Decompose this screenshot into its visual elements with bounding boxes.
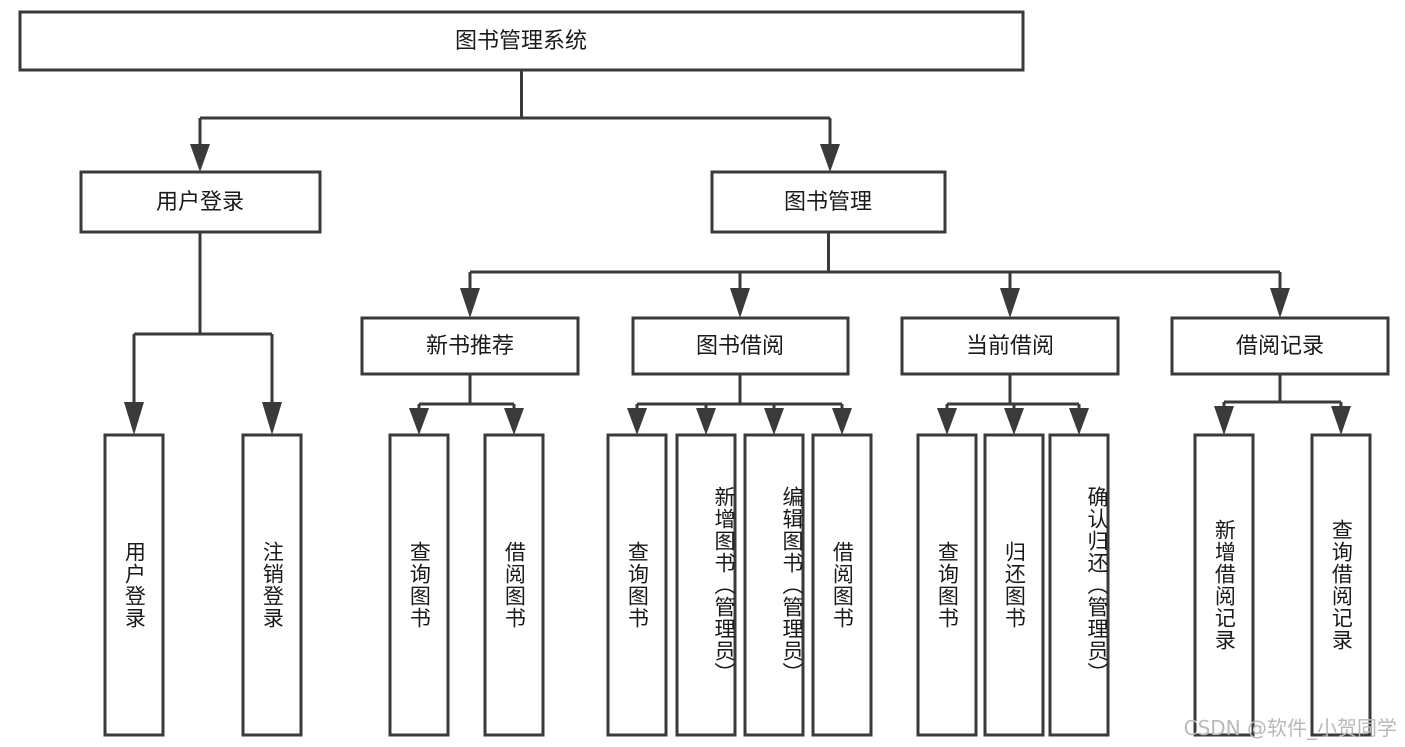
connector-user-login-to-leaves [124, 232, 282, 435]
arrow-current-borrow [1000, 288, 1020, 318]
node-bb-edit-book-box[interactable] [743, 433, 805, 737]
arrow-user-login [190, 144, 210, 172]
connector-book-borrow-to-leaves [627, 374, 852, 435]
node-book-borrow-label: 图书借阅 [696, 334, 784, 359]
node-cb-return-book-box[interactable] [983, 433, 1045, 737]
node-new-book-recommend-label: 新书推荐 [426, 334, 514, 359]
arrow-bb-edit-book [764, 408, 784, 435]
node-br-query-record-box[interactable] [1310, 433, 1372, 737]
node-nbr-borrow-book-box[interactable] [483, 433, 545, 737]
node-new-book-recommend[interactable]: 新书推荐 [360, 316, 580, 376]
node-nbr-query-book-box[interactable] [388, 433, 450, 737]
node-borrow-record-box[interactable] [1170, 316, 1390, 376]
arrow-bb-borrow-book [832, 408, 852, 435]
arrow-borrow-record [1270, 288, 1290, 318]
node-bb-add-book-box[interactable] [675, 433, 737, 737]
node-book-borrow[interactable]: 图书借阅 [631, 316, 850, 376]
arrow-book-borrow [730, 288, 750, 318]
node-current-borrow-box[interactable] [900, 316, 1120, 376]
node-book-manage-label: 图书管理 [784, 190, 872, 215]
node-current-borrow-label: 当前借阅 [966, 334, 1054, 359]
node-borrow-record[interactable]: 借阅记录 [1170, 316, 1390, 376]
watermark-text: CSDN @软件_小贺同学 [1183, 716, 1397, 740]
arrow-book-manage [820, 144, 840, 172]
arrow-cb-query-book [937, 408, 957, 435]
node-book-borrow-box[interactable] [631, 316, 850, 376]
connector-book-manage-to-level2 [460, 232, 1290, 318]
arrow-nbr-borrow-book [504, 408, 524, 435]
node-new-book-recommend-box[interactable] [360, 316, 580, 376]
node-user-login-label: 用户登录 [156, 190, 244, 215]
arrow-br-add-record [1214, 406, 1234, 435]
connector-new-book-recommend-to-leaves [409, 374, 524, 435]
connector-borrow-record-to-leaves [1214, 374, 1351, 435]
node-user-login-box[interactable] [79, 170, 322, 234]
arrow-cb-return-book [1004, 408, 1024, 435]
node-user-login-do-box[interactable] [103, 433, 165, 737]
node-user-login[interactable]: 用户登录 [79, 170, 322, 234]
node-user-logout-box[interactable] [241, 433, 303, 737]
arrow-bb-add-book [696, 408, 716, 435]
arrow-new-book-recommend [460, 288, 480, 318]
node-current-borrow[interactable]: 当前借阅 [900, 316, 1120, 376]
arrow-user-logout [262, 402, 282, 435]
node-root-box[interactable] [18, 10, 1025, 72]
node-bb-query-book-box[interactable] [606, 433, 668, 737]
arrow-user-login-do [124, 402, 144, 435]
node-br-add-record-box[interactable] [1193, 433, 1255, 737]
arrow-nbr-query-book [409, 408, 429, 435]
connector-current-borrow-to-leaves [937, 374, 1089, 435]
node-cb-confirm-return-box[interactable] [1048, 433, 1110, 737]
node-bb-borrow-book-box[interactable] [811, 433, 873, 737]
node-book-manage[interactable]: 图书管理 [710, 170, 947, 234]
arrow-cb-confirm-return [1069, 408, 1089, 435]
node-book-manage-box[interactable] [710, 170, 947, 234]
connector-root-to-level1 [190, 70, 840, 172]
arrow-br-query-record [1331, 406, 1351, 435]
node-root[interactable]: 图书管理系统 [18, 10, 1025, 72]
arrow-bb-query-book [627, 408, 647, 435]
node-cb-query-book-box[interactable] [916, 433, 978, 737]
node-root-label: 图书管理系统 [455, 29, 587, 54]
node-borrow-record-label: 借阅记录 [1236, 334, 1324, 359]
